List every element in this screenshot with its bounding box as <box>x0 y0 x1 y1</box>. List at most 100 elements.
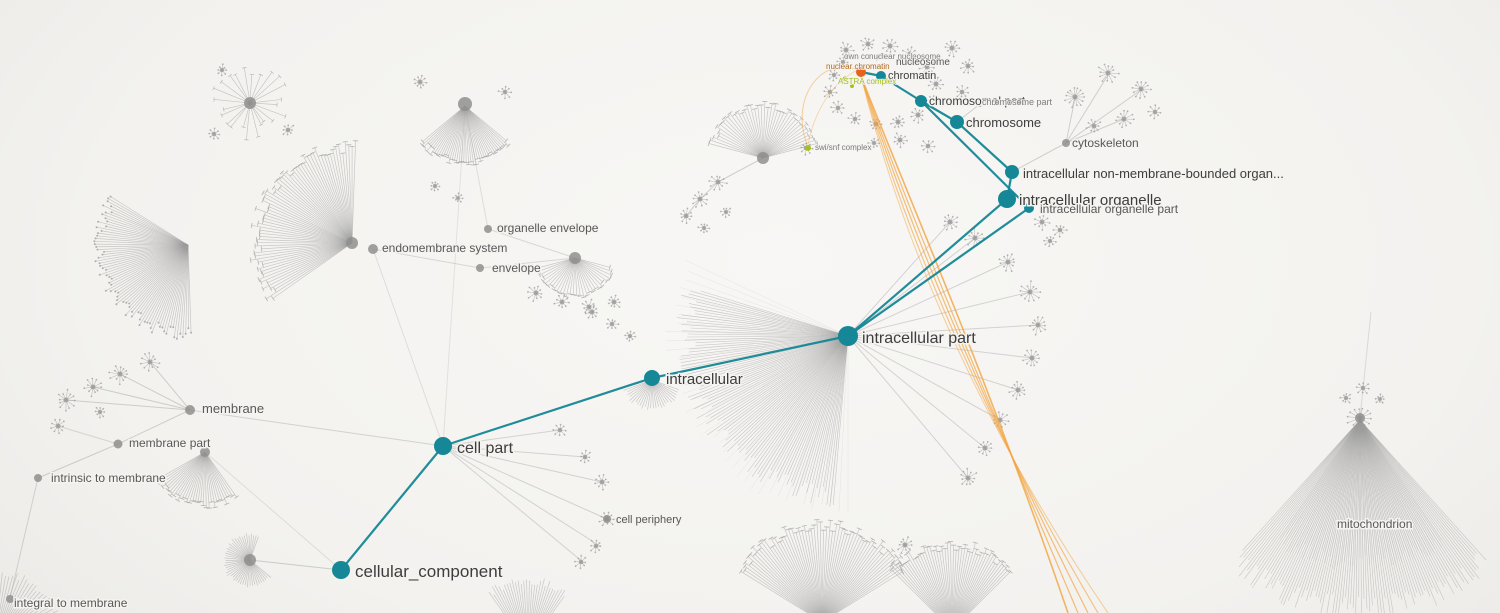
gray-edge <box>117 409 191 445</box>
fan-cluster <box>488 578 566 613</box>
accent-node[interactable] <box>850 84 854 88</box>
node-intracellular_part[interactable] <box>838 326 858 346</box>
node-cell_part[interactable] <box>434 437 452 455</box>
gray-edge <box>149 361 191 411</box>
label-nuclear_chromatin[interactable]: nuclear chromatin <box>825 61 890 72</box>
term-node[interactable] <box>113 439 123 449</box>
gray-edge <box>65 399 191 411</box>
gray-edge <box>372 248 481 269</box>
gray-edge <box>479 257 576 269</box>
path-edge-cellular_component--cell_part <box>340 445 444 571</box>
burst-cluster <box>719 207 732 219</box>
path-edge-intracellular_part--intracellular_organelle <box>847 198 1008 337</box>
label-cellular_component[interactable]: cellular_component <box>354 561 505 583</box>
label-intracellular_organelle[interactable]: intracellular organelle <box>1018 191 1164 211</box>
orange-link <box>860 75 1099 613</box>
gray-edge <box>442 445 601 547</box>
node-intracellular[interactable] <box>644 370 660 386</box>
node-chromatin[interactable] <box>876 71 886 81</box>
burst-cluster <box>552 423 567 437</box>
burst-cluster <box>893 132 908 149</box>
burst-cluster <box>584 304 598 319</box>
graph-labels: cellular_component cell part intracellular… <box>13 51 1414 611</box>
burst-cluster <box>1147 104 1162 120</box>
label-mitochondrion: mitochondrion <box>1337 517 1412 531</box>
gray-edge <box>1065 118 1125 144</box>
label-intracellular_part[interactable]: intracellular part <box>861 329 978 349</box>
burst-cluster <box>910 107 924 124</box>
gray-edge <box>1065 74 1109 144</box>
term-node[interactable] <box>484 225 492 233</box>
fan-cluster <box>420 105 511 166</box>
burst-cluster <box>574 554 587 570</box>
accent-node[interactable] <box>842 76 848 82</box>
node-nuclear_chromatin[interactable] <box>856 67 866 77</box>
gray-edge <box>699 181 719 200</box>
burst-cluster <box>1064 87 1086 109</box>
gray-edge <box>442 445 585 564</box>
burst-cluster <box>527 285 543 302</box>
label-chromosomal_part[interactable]: chromosomal part <box>928 93 1028 110</box>
term-node[interactable] <box>1355 413 1365 423</box>
burst-cluster <box>606 318 620 329</box>
node-chromosomal_part[interactable] <box>915 95 927 107</box>
node-intracellular_non_membrane_bounded_organelle[interactable] <box>1005 165 1019 179</box>
node-intracellular_organelle[interactable] <box>998 190 1016 208</box>
burst-cluster <box>890 115 905 128</box>
term-node[interactable] <box>346 237 358 249</box>
term-node[interactable] <box>1062 139 1070 147</box>
burst-cluster <box>1374 393 1385 404</box>
burst-cluster <box>943 214 959 231</box>
label-cell_part[interactable]: cell part <box>456 439 516 459</box>
term-nodes <box>6 76 1365 603</box>
burst-cluster <box>901 46 917 63</box>
label-intracellular_non_membrane_bounded_organelle[interactable]: intracellular non-membrane-bounded organ… <box>1022 165 1286 183</box>
label-swi-snf-complex: swi/snf complex <box>815 143 871 152</box>
burst-cluster <box>108 365 128 386</box>
term-node[interactable] <box>458 97 472 111</box>
fan-cluster <box>665 259 849 513</box>
label-intracellular_organelle_part[interactable]: intracellular organelle part <box>1039 201 1181 218</box>
gray-edge <box>847 324 1039 337</box>
term-node[interactable] <box>34 474 42 482</box>
label-intracellular[interactable]: intracellular <box>665 370 745 390</box>
gray-edge <box>847 335 1019 391</box>
gray-edge <box>119 373 191 411</box>
burst-cluster <box>139 352 161 372</box>
term-node[interactable] <box>476 264 484 272</box>
fan-cluster <box>707 100 819 159</box>
node-intracellular_organelle_part[interactable] <box>1024 203 1034 213</box>
term-node[interactable] <box>569 252 581 264</box>
burst-cluster <box>920 140 936 154</box>
burst-cluster <box>208 127 221 140</box>
term-node[interactable] <box>757 152 769 164</box>
term-node[interactable] <box>6 595 14 603</box>
label-chromosome[interactable]: chromosome <box>965 114 1043 132</box>
burst-cluster <box>430 181 441 192</box>
term-node[interactable] <box>977 101 983 107</box>
node-chromosome[interactable] <box>950 115 964 129</box>
node-cellular_component[interactable] <box>332 561 350 579</box>
term-node[interactable] <box>368 244 378 254</box>
term-node[interactable] <box>244 97 256 109</box>
gray-edge <box>847 335 969 479</box>
label-astra-complex: ASTRA complex <box>838 77 896 86</box>
burst-cluster <box>50 418 65 435</box>
accent-node[interactable] <box>805 145 811 151</box>
term-node[interactable] <box>200 447 210 457</box>
gray-edge <box>1065 89 1142 144</box>
path-edge-intracellular--intracellular_part <box>651 334 849 380</box>
term-node[interactable] <box>244 554 256 566</box>
term-node[interactable] <box>603 515 611 523</box>
gray-edge <box>37 443 119 479</box>
burst-cluster <box>217 63 228 77</box>
label-chromatin[interactable]: chromatin <box>887 69 938 84</box>
label-cytoskeleton: cytoskeleton <box>1072 136 1139 150</box>
label-membrane-part: membrane part <box>129 436 211 450</box>
fan-cluster <box>739 519 905 613</box>
burst-cluster <box>452 192 464 203</box>
term-node[interactable] <box>185 405 195 415</box>
label-integral-to-membrane: integral to membrane <box>14 596 128 610</box>
gray-edge <box>1359 311 1372 419</box>
